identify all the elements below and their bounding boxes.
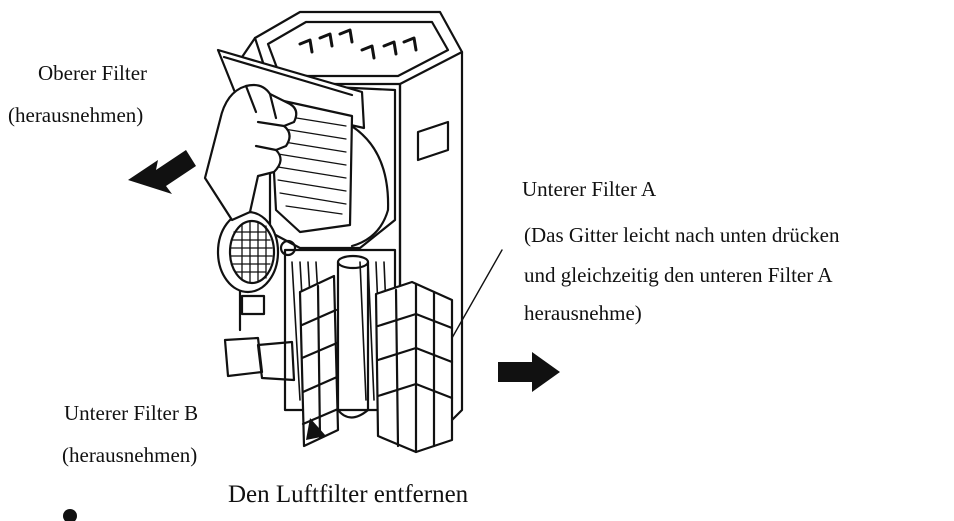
arrow-lower-filter-b-icon bbox=[306, 418, 326, 440]
exhaust-vent-icon bbox=[216, 210, 297, 294]
lower-filter-b-title: Unterer Filter B bbox=[64, 401, 199, 425]
upper-filter-title: Oberer Filter bbox=[38, 61, 148, 85]
arrow-lower-filter-a-icon bbox=[498, 352, 560, 392]
lower-filter-b-panel bbox=[298, 274, 340, 448]
figure-caption: Den Luftfilter entfernen bbox=[228, 481, 469, 508]
hand-icon bbox=[203, 83, 298, 222]
lower-filter-a-panel bbox=[374, 280, 454, 454]
lower-filter-b-note: (herausnehmen) bbox=[62, 443, 198, 467]
upper-filter-note: (herausnehmen) bbox=[8, 103, 144, 127]
lower-filter-a-note-line-1: (Das Gitter leicht nach unten drücken bbox=[524, 223, 840, 247]
leader-line-filter-a bbox=[451, 249, 503, 339]
bullet-icon bbox=[63, 509, 77, 521]
lower-filter-a-title: Unterer Filter A bbox=[522, 177, 657, 201]
lower-filter-a-note-line-3: herausnehme) bbox=[524, 301, 642, 325]
lower-filter-a-note-line-2: und gleichzeitig den unteren Filter A bbox=[524, 263, 833, 287]
arrow-upper-filter-icon bbox=[128, 150, 196, 194]
upper-filter-panel bbox=[216, 48, 366, 234]
